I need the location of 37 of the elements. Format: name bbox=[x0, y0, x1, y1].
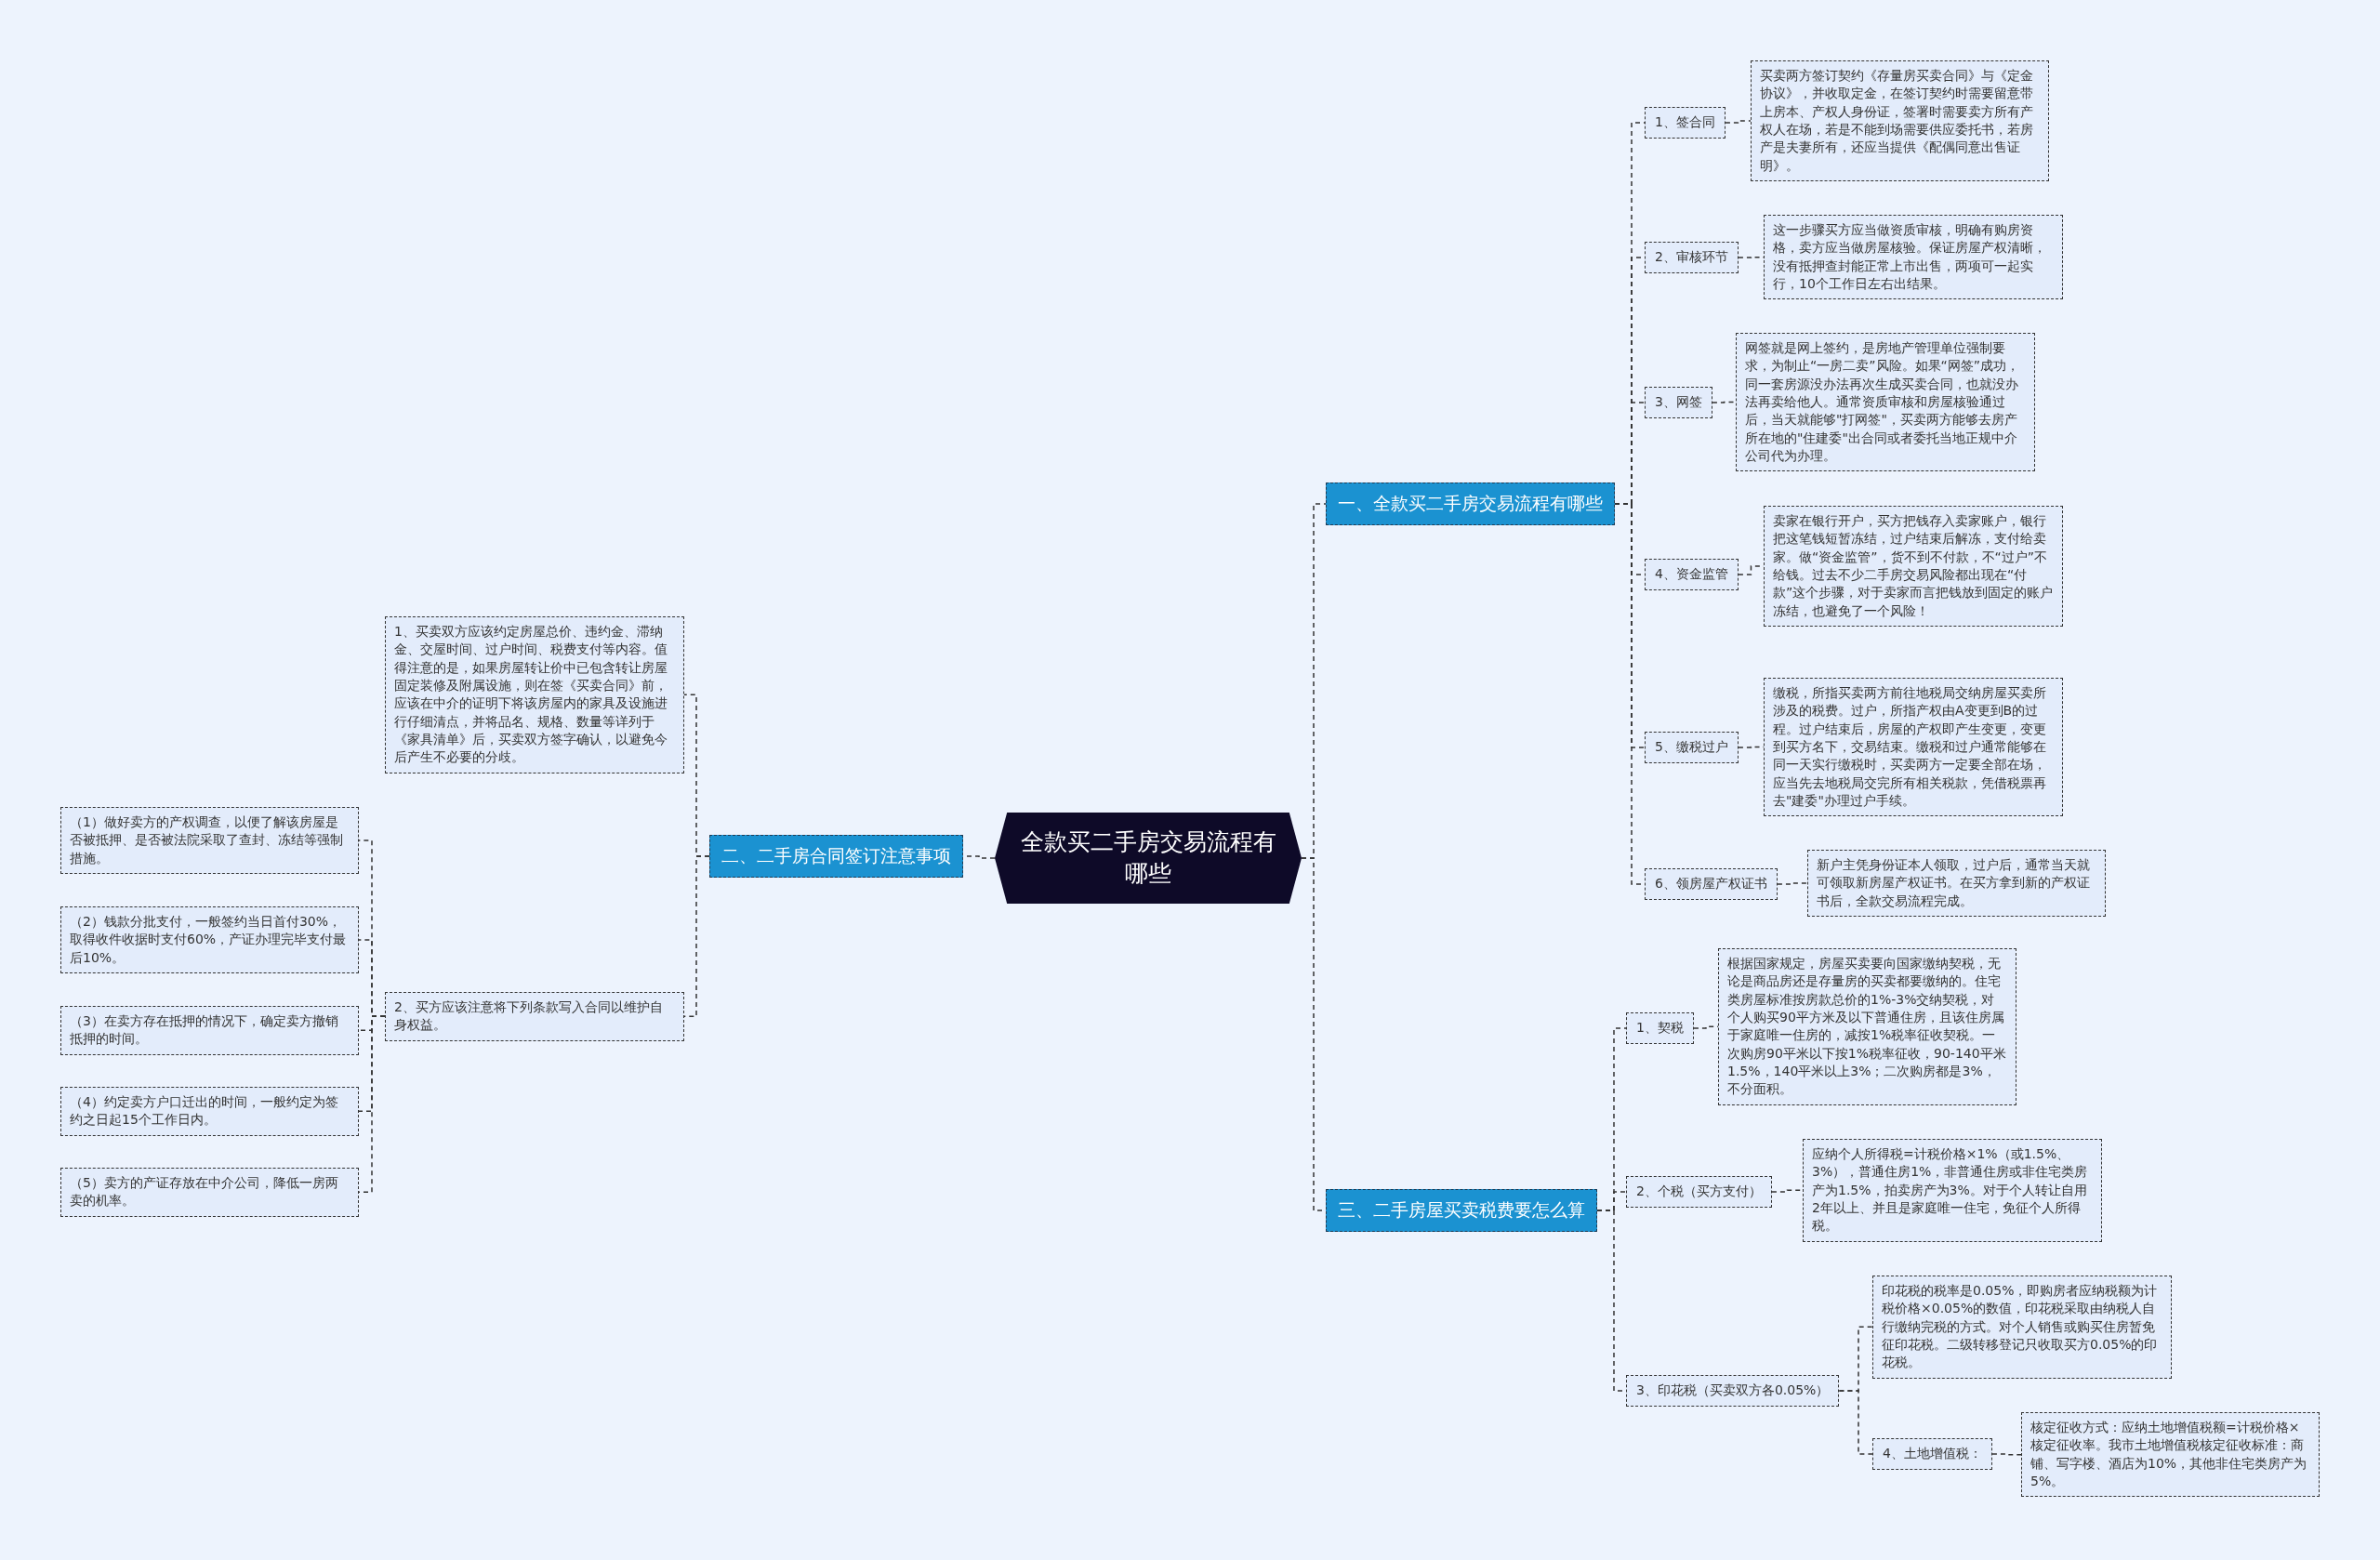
note-box: 网签就是网上签约，是房地产管理单位强制要求，为制止“一房二卖”风险。如果“网签”成功，同一套房源没办法再次生成买卖合同，也就没办法再卖给他人。通常资质审核和房屋核验通过后，当天就能够"打网签"，买卖两方能够去房产所在地的"住建委"出合同或者委托当地正规中介公司代为办理。 bbox=[1736, 333, 2035, 472]
connector-line bbox=[1725, 120, 1752, 124]
connector-line bbox=[1838, 1390, 1873, 1455]
subtopic-box: 2、个税（买方支付） bbox=[1626, 1176, 1772, 1208]
note-box: 根据国家规定，房屋买卖要向国家缴纳契税，无论是商品房还是存量房的买卖都要缴纳的。住宅类房屋标准按房款总价的1%-3%交纳契税，对个人购买90平方米及以下普通住房，且该住房属于家庭唯一住房的，减按1%税率征收契税。一次购房90平米以下按1%税率征收，90-140平米1.5%，140平米以上3%；二次购房都是3%，不分面积。 bbox=[1718, 948, 2016, 1105]
connector-line bbox=[1712, 401, 1737, 403]
note-box: 2、买方应该注意将下列条款写入合同以维护自身权益。 bbox=[385, 992, 684, 1041]
subtopic-box: 5、缴税过户 bbox=[1645, 732, 1739, 763]
subtopic-box: 4、资金监管 bbox=[1645, 559, 1739, 590]
note-box: 1、买卖双方应该约定房屋总价、违约金、滞纳金、交屋时间、过户时间、税费支付等内容。值得注意的是，如果房屋转让价中已包含转让房屋固定装修及附属设施，则在签《买卖合同》前，应该在中介的证明下将该房屋内的家具及设施进行仔细清点，并将品名、规格、数量等详列于《家具清单》后，买卖双方签字确认，以避免今后产生不必要的分歧。 bbox=[385, 616, 684, 773]
subtopic-box: 6、领房屋产权证书 bbox=[1645, 868, 1778, 900]
connector-line bbox=[1991, 1453, 2022, 1456]
subtopic-box: 3、网签 bbox=[1645, 387, 1712, 418]
note-box: 核定征收方式：应纳土地增值税额=计税价格×核定征收率。我市土地增值税核定征收标准：商铺、写字楼、酒店为10%，其他非住宅类房产为5%。 bbox=[2021, 1412, 2320, 1498]
note-box: 新户主凭身份证本人领取，过户后，通常当天就可领取新房屋产权证书。在买方拿到新的产权证书后，全款交易流程完成。 bbox=[1807, 850, 2106, 917]
note-box: 买卖两方签订契约《存量房买卖合同》与《定金协议》，并收取定金，在签订契约时需要留意带上房本、产权人身份证，签署时需要卖方所有产权人在场，若是不能到场需要供应委托书，若房产是夫妻所有，还应当提供《配偶同意出售证明》。 bbox=[1751, 60, 2049, 181]
subtopic-box: 1、契税 bbox=[1626, 1012, 1694, 1044]
note-box: 印花税的税率是0.05%，即购房者应纳税额为计税价格×0.05%的数值，印花税采取由纳税人自行缴纳完税的方式。对个人销售或购买住房暂免征印花税。二级转移登记只收取买方0.05%的印花税。 bbox=[1872, 1276, 2172, 1379]
topic-box: 二、二手房合同签订注意事项 bbox=[709, 835, 963, 878]
central-topic-box: 全款买二手房交易流程有哪些 bbox=[995, 813, 1302, 904]
note-box: 缴税，所指买卖两方前往地税局交纳房屋买卖所涉及的税费。过户，所指产权由A变更到B的过程。过户结束后，房屋的产权即产生变更，变更到买方名下，交易结束。缴税和过户通常能够在同一天实行缴税时，买卖两方一定要全部在场，应当先去地税局交完所有相关税款，凭借税票再去"建委"办理过户手续。 bbox=[1764, 678, 2063, 817]
note-box: （5）卖方的产证存放在中介公司，降低一房两卖的机率。 bbox=[60, 1168, 359, 1217]
subtopic-box: 3、印花税（买卖双方各0.05%） bbox=[1626, 1375, 1840, 1407]
topic-box: 一、全款买二手房交易流程有哪些 bbox=[1326, 483, 1615, 525]
subtopic-box: 2、审核环节 bbox=[1645, 242, 1739, 273]
note-box: 应纳个人所得税=计税价格×1%（或1.5%、3%），普通住房1%，非普通住房或非住宅类房产为1.5%，拍卖房产为3%。对于个人转让自用2年以上、并且是家庭唯一住宅，免征个人所得税。 bbox=[1803, 1139, 2102, 1242]
connector-line bbox=[683, 855, 710, 1018]
subtopic-box: 4、土地增值税： bbox=[1872, 1438, 1992, 1470]
note-box: （4）约定卖方户口迁出的时间，一般约定为签约之日起15个工作日内。 bbox=[60, 1087, 359, 1136]
connector-line bbox=[1777, 882, 1808, 885]
subtopic-box: 1、签合同 bbox=[1645, 107, 1726, 139]
note-box: 这一步骤买方应当做资质审核，明确有购房资格，卖方应当做房屋核验。保证房屋产权清晰，没有抵押查封能正常上市出售，两项可一起实行，10个工作日左右出结果。 bbox=[1764, 215, 2063, 300]
note-box: （2）钱款分批支付，一般签约当日首付30%，取得收件收据时支付60%，产证办理完毕支付最后10%。 bbox=[60, 906, 359, 973]
note-box: （3）在卖方存在抵押的情况下，确定卖方撤销抵押的时间。 bbox=[60, 1006, 359, 1055]
note-box: （1）做好卖方的产权调查，以便了解该房屋是否被抵押、是否被法院采取了查封、冻结等强制措施。 bbox=[60, 807, 359, 874]
topic-box: 三、二手房屋买卖税费要怎么算 bbox=[1326, 1189, 1597, 1232]
note-box: 卖家在银行开户，买方把钱存入卖家账户，银行把这笔钱短暂冻结，过户结束后解冻，支付给卖家。做“资金监管”，货不到不付款，不“过户”不给钱。过去不少二手房交易风险都出现在“付款”这个步骤，对于卖家而言把钱放到固定的账户冻结，也避免了一个风险！ bbox=[1764, 506, 2063, 627]
